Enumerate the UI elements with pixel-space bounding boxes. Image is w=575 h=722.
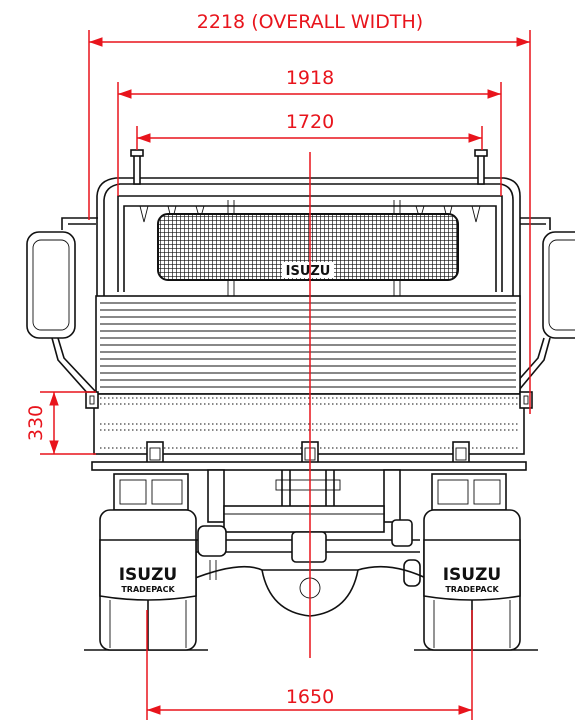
- dim-side-height-label: 330: [25, 405, 47, 441]
- dim-cab-width-label: 1918: [286, 67, 334, 89]
- dim-side-height: 330: [25, 391, 96, 455]
- right-mirror: [542, 231, 575, 339]
- dim-wheel-track-label: 1650: [286, 686, 334, 708]
- dim-cab-width: 1918: [117, 67, 502, 196]
- right-mud-flap: ISUZU TRADEPACK: [423, 539, 521, 601]
- tray-rear-panel: [95, 295, 521, 395]
- left-flap-sub: TRADEPACK: [121, 585, 175, 594]
- left-mud-flap: ISUZU TRADEPACK: [99, 539, 197, 601]
- left-mirror: [26, 231, 76, 339]
- grille-brand-label: ISUZU: [286, 264, 331, 279]
- left-tail-light: [113, 473, 189, 511]
- dim-deck-width: 1720: [136, 111, 483, 150]
- right-flap-sub: TRADEPACK: [445, 585, 499, 594]
- left-mirror-arm: [51, 217, 98, 397]
- dim-wheel-track: 1650: [146, 610, 473, 720]
- left-flap-brand: ISUZU: [119, 565, 178, 585]
- chassis: [189, 469, 431, 617]
- dim-deck-width-label: 1720: [286, 111, 334, 133]
- dim-overall-width: 2218 (OVERALL WIDTH): [88, 11, 531, 414]
- headboard: ISUZU: [117, 195, 503, 296]
- dim-overall-width-label: 2218 (OVERALL WIDTH): [197, 11, 423, 33]
- stakes: [130, 149, 488, 185]
- right-tail-light: [431, 473, 507, 511]
- rear-sill: [91, 461, 527, 471]
- dimension-lines: 2218 (OVERALL WIDTH) 1918 1720 330: [25, 11, 531, 720]
- truck-body: ISUZU: [26, 149, 575, 651]
- right-flap-brand: ISUZU: [443, 565, 502, 585]
